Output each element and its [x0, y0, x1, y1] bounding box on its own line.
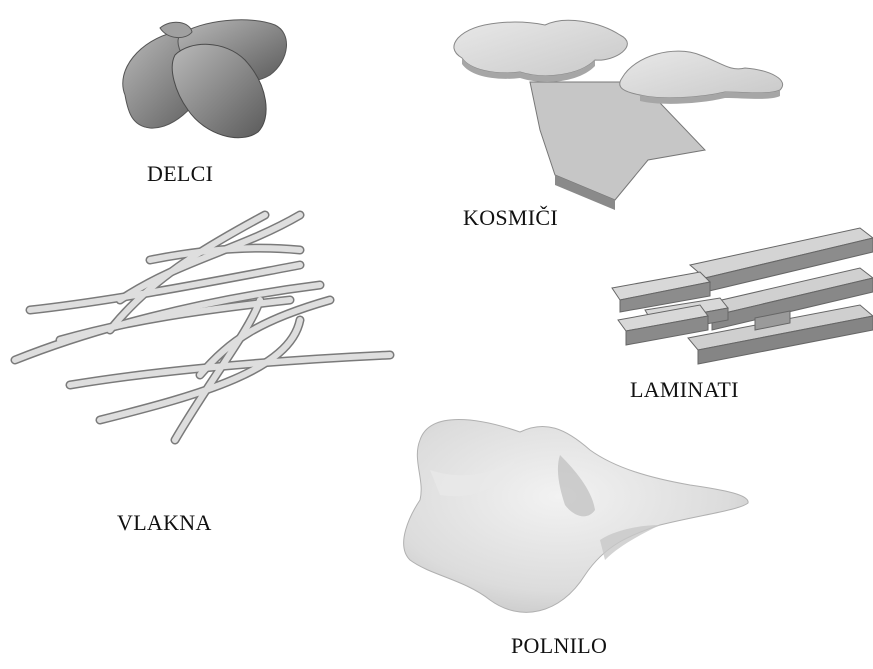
filler-illustration	[404, 420, 748, 613]
label-laminates: LAMINATI	[630, 377, 739, 403]
particles-illustration	[123, 20, 287, 138]
laminates-illustration	[612, 228, 873, 364]
label-particles: DELCI	[147, 161, 213, 187]
fibers-illustration	[15, 215, 390, 440]
label-filler: POLNILO	[511, 633, 607, 659]
label-flakes: KOSMIČI	[463, 205, 558, 231]
flakes-illustration	[454, 20, 783, 210]
label-fibers: VLAKNA	[117, 510, 212, 536]
